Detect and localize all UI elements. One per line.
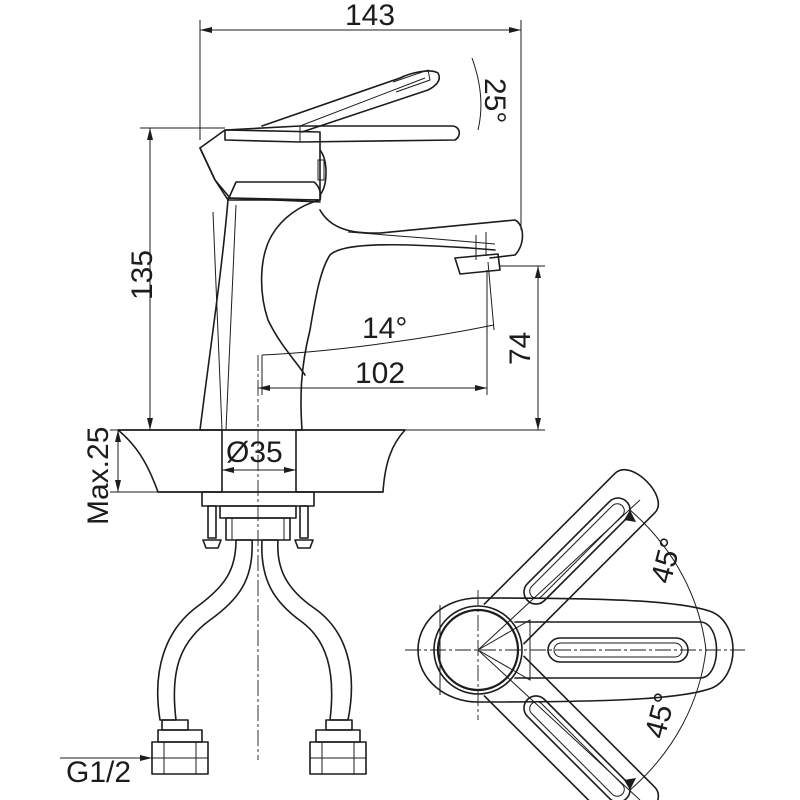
side-view: 143 25° 135 14° 102 — [60, 0, 545, 789]
dimension-thread-label: G1/2 — [66, 756, 131, 789]
dimension-max-thickness: Max.25 — [82, 427, 158, 525]
left-hose — [156, 539, 253, 731]
right-hose — [261, 539, 353, 731]
hub-outer — [433, 605, 523, 695]
hose-nut-right — [309, 729, 367, 775]
dimension-lever-angle: 25° — [471, 57, 511, 131]
dimension-hole-diameter-label: Ø35 — [226, 436, 283, 469]
lever-rotated-up — [483, 469, 659, 645]
hub-cap — [436, 608, 520, 692]
dimension-thread: G1/2 — [60, 755, 152, 789]
dimension-spout-angle-label: 14° — [362, 312, 407, 345]
dimension-rotation-upper-label: 45° — [645, 534, 689, 586]
dimension-height: 135 — [126, 127, 225, 431]
rotation-arc — [629, 509, 707, 791]
dimension-hole-diameter: Ø35 — [222, 436, 296, 473]
dimension-spout-reach: 102 — [258, 270, 488, 395]
lever-rotated-down — [483, 655, 659, 800]
lever-closed — [224, 125, 461, 143]
dimension-height-label: 135 — [126, 250, 159, 300]
mounting-fittings — [201, 491, 315, 549]
hose-nut-left — [151, 729, 209, 775]
lever-raised — [261, 69, 441, 133]
dimension-overall-length: 143 — [199, 0, 522, 230]
faucet-body — [199, 181, 496, 431]
body-outline — [417, 597, 734, 703]
dimension-spout-height-label: 74 — [504, 332, 537, 365]
lever-center — [514, 621, 718, 679]
top-view: 45° 45° — [405, 469, 745, 800]
dimension-spout-height: 74 — [405, 265, 545, 431]
spout — [319, 209, 524, 275]
dimension-lever-angle-label: 25° — [478, 78, 511, 123]
dimension-rotation-lower-label: 45° — [639, 689, 683, 741]
dimension-overall-length-label: 143 — [345, 0, 395, 32]
dimension-spout-reach-label: 102 — [355, 357, 405, 390]
dimension-max-thickness-label: Max.25 — [82, 427, 115, 525]
